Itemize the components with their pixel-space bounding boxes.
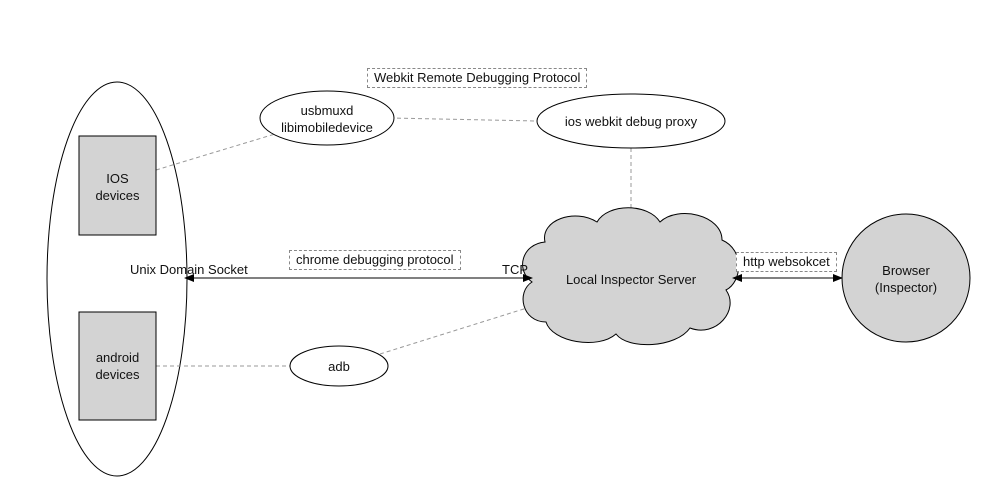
ios-devices-label-line2: devices xyxy=(95,188,140,203)
local-server-label: Local Inspector Server xyxy=(565,272,697,287)
adb-ellipse xyxy=(289,345,389,387)
usbmuxd-to-proxy-connector xyxy=(389,117,538,122)
http-websocket-label: http websokcet xyxy=(736,252,837,272)
browser-label-line2: (Inspector) xyxy=(874,280,938,295)
browser-label-line1: Browser xyxy=(882,263,930,278)
webkit-protocol-label: Webkit Remote Debugging Protocol xyxy=(367,68,588,88)
usbmuxd-label-line2: libimobiledevice xyxy=(281,120,373,135)
android-label-line2: devices xyxy=(95,367,140,382)
ios-devices-label: IOS devices xyxy=(79,170,156,204)
ios-devices-box xyxy=(78,135,157,236)
adb-label: adb xyxy=(328,359,350,374)
ios-devices-label-line1: IOS xyxy=(106,171,129,186)
unix-socket-label: Unix Domain Socket xyxy=(130,262,248,277)
ios-proxy-label: ios webkit debug proxy xyxy=(564,114,698,129)
adb-to-server-connector xyxy=(379,306,531,355)
local-inspector-server-cloud xyxy=(522,207,739,346)
android-devices-label: android devices xyxy=(79,349,156,383)
ios-proxy-ellipse xyxy=(536,93,726,149)
browser-label: Browser (Inspector) xyxy=(852,262,960,296)
android-label-line1: android xyxy=(95,350,140,365)
usbmuxd-label-line1: usbmuxd xyxy=(300,103,354,118)
chrome-protocol-label: chrome debugging protocol xyxy=(289,250,461,270)
usbmuxd-node-label: usbmuxd libimobiledevice xyxy=(262,102,392,136)
usbmuxd-ellipse xyxy=(259,90,395,146)
tcp-label: TCP xyxy=(502,262,528,277)
android-devices-box xyxy=(78,311,157,421)
